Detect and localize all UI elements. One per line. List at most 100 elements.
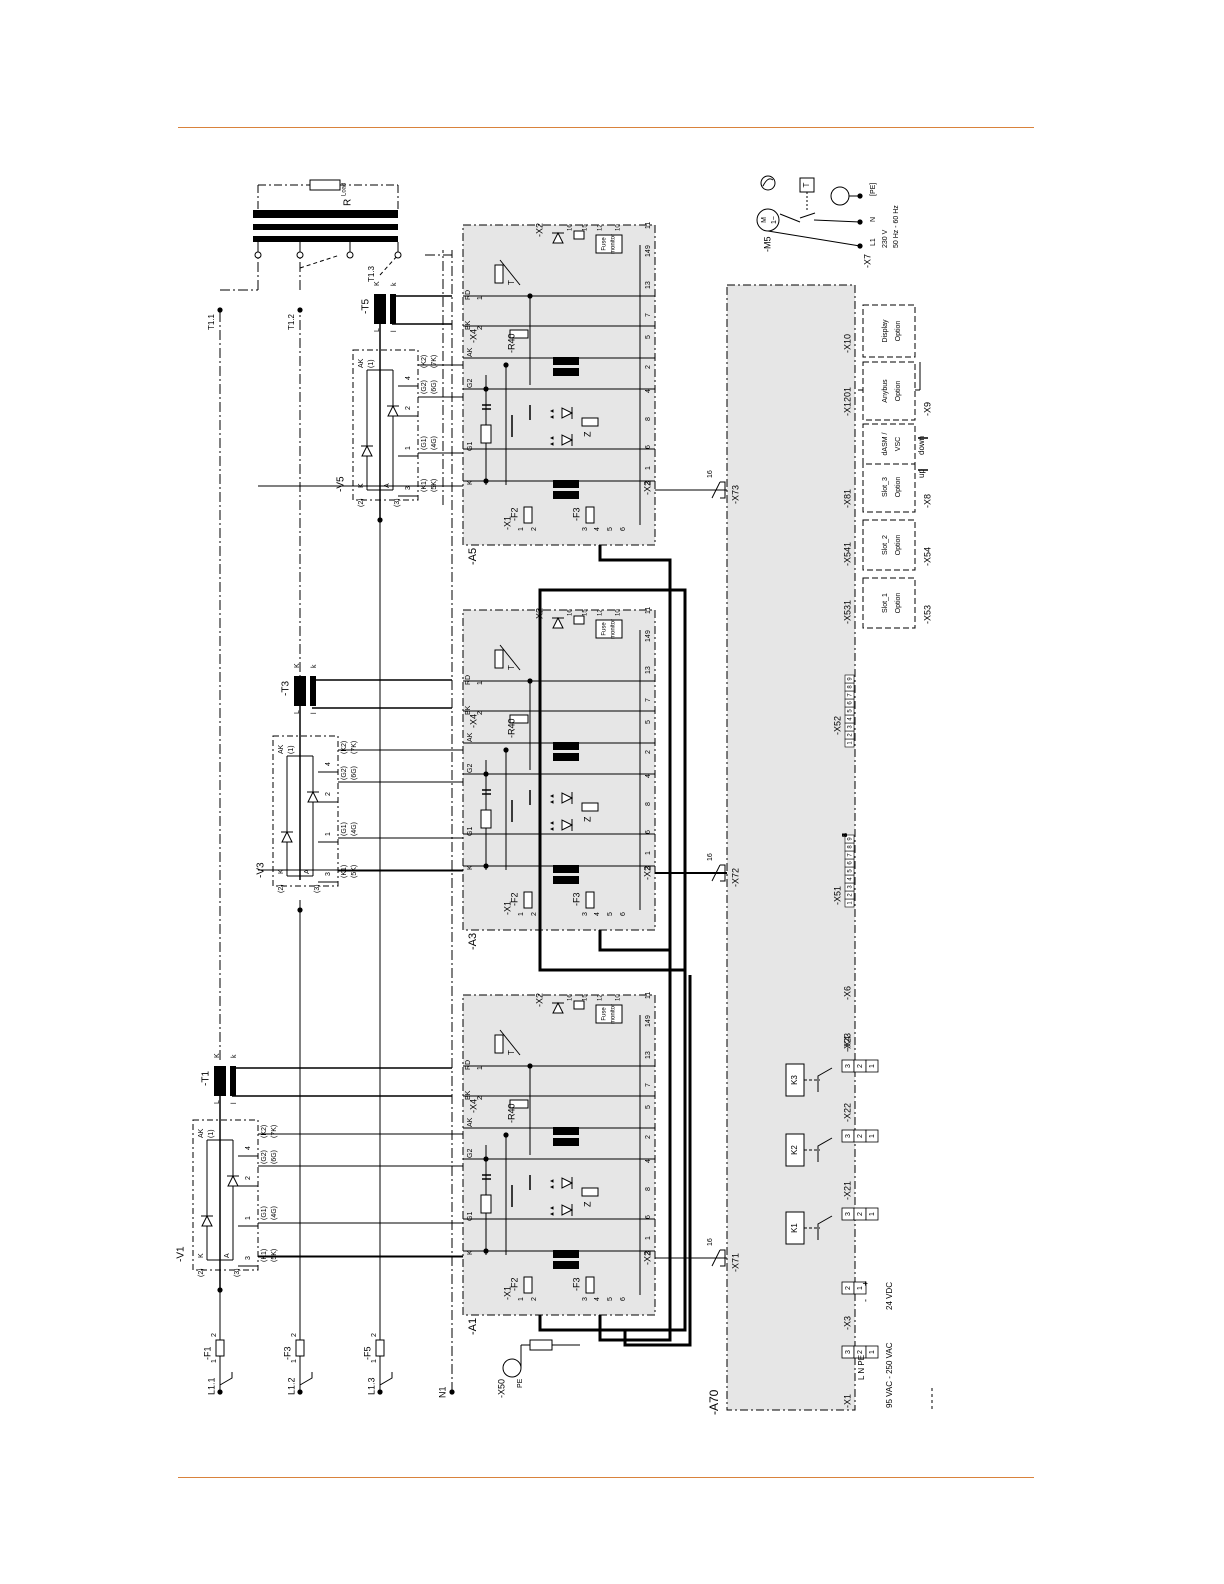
- terminal-pin-label: 1: [857, 1286, 864, 1290]
- signal-label: G2: [467, 1149, 474, 1158]
- switch-contact: [299, 1372, 313, 1386]
- terminal-pin-label: 2: [857, 1350, 864, 1354]
- x2-top-label: -X2: [534, 223, 544, 237]
- control-x6-label: -X6: [842, 986, 852, 1000]
- signal-label: K: [467, 865, 474, 870]
- module-bus-wire: [598, 545, 672, 980]
- x1-pin: 5: [607, 1297, 614, 1301]
- power-module-label: -A3: [467, 933, 479, 950]
- thyristor-pin: (G1): [261, 1206, 268, 1220]
- junction-dot: [483, 386, 489, 392]
- option-slot-text: Display: [882, 319, 889, 342]
- terminal-pin-label: 3: [845, 1134, 852, 1138]
- f3-label: -F3: [571, 508, 581, 522]
- diode-icon: [561, 819, 574, 831]
- transformer-core: [253, 236, 398, 242]
- thyristor-pin: K: [358, 483, 365, 488]
- ct-core: [230, 1066, 236, 1096]
- mains-terminal: [217, 1389, 223, 1395]
- option-slot-frame: [862, 461, 916, 513]
- x2-pin: 5: [645, 335, 652, 339]
- junction-dot: [297, 307, 303, 313]
- pulse-transformer-core: [553, 876, 579, 884]
- x51-pin-label: 7: [848, 853, 854, 857]
- thyristor-pin: K: [198, 1253, 205, 1258]
- resistor-icon: [573, 230, 585, 240]
- x51-pin-label: 9: [848, 837, 854, 841]
- thyristor-icon: [227, 1174, 239, 1187]
- x52-pin-label: 6: [848, 701, 854, 705]
- signal-label: G1: [467, 442, 474, 451]
- x1-supply-voltage: 95 VAC - 250 VAC: [885, 1342, 894, 1408]
- x51-label: -X51: [832, 886, 842, 905]
- thyristor-pin: 1: [405, 446, 412, 450]
- x2-pin: 4: [645, 389, 652, 393]
- fuse-monitor-label: Fuse: [602, 622, 608, 636]
- pulse-transformer-core: [553, 865, 579, 873]
- terminal-pin-label: 1: [869, 1064, 876, 1068]
- resistor-icon: [573, 1000, 585, 1010]
- thyristor-icon: [361, 444, 373, 457]
- pulse-transformer-core: [553, 742, 579, 750]
- fuse-monitor-box: [595, 1004, 623, 1024]
- thyristor-pin: 4: [405, 376, 412, 380]
- terminal-pin-label: 5: [842, 833, 849, 837]
- x3-sign: +: [860, 1281, 870, 1286]
- ribbon-label: -X73: [730, 485, 740, 504]
- terminal-pin-label: 6: [842, 833, 849, 837]
- r40-label: -R40: [506, 718, 516, 738]
- wire: [379, 254, 399, 276]
- terminal-pin-label: 9: [842, 833, 849, 837]
- pulse-transformer-core: [553, 1261, 579, 1269]
- x4-pin: 1: [477, 296, 484, 300]
- signal-label: AK: [467, 347, 474, 357]
- thyristor-pin: (K1): [341, 865, 348, 878]
- ribbon-count: 16: [707, 853, 714, 861]
- pulse-transformer-core: [553, 491, 579, 499]
- resistor-icon: [480, 809, 492, 829]
- x2-pin: 7: [645, 313, 652, 317]
- ct-pin: L: [294, 710, 301, 714]
- fuse-icon: [295, 1339, 305, 1357]
- load-tap-label: T1.1: [207, 313, 216, 330]
- junction-dot: [483, 1248, 489, 1254]
- thyristor-pin: (K2): [421, 355, 428, 368]
- x2-pin: 9: [645, 245, 652, 249]
- switch-contact: [379, 1372, 393, 1386]
- thyristor-unit-frame: [192, 1119, 259, 1271]
- x1-pin: 4: [594, 912, 601, 916]
- x2-pin: 12: [598, 994, 604, 1001]
- option-slot-frame: [862, 361, 916, 421]
- ribbon-tick: [711, 864, 721, 882]
- x51-pin-label: 8: [848, 845, 854, 849]
- pulse-transformer-core: [553, 753, 579, 761]
- junction-dot: [483, 771, 489, 777]
- resistor-icon: [480, 424, 492, 444]
- option-slot-text: Option: [895, 477, 902, 498]
- fuse-monitor-label: Fuse: [602, 1007, 608, 1021]
- terminal-pin-label: 4: [842, 833, 849, 837]
- x2-pin: 6: [645, 445, 652, 449]
- thyristor-pin: (7K): [271, 1125, 278, 1138]
- x2-pin: 16: [568, 224, 574, 231]
- x51-pin-label: 1: [848, 901, 854, 905]
- x2-label: -X2: [642, 866, 652, 880]
- control-board-label: -A70: [707, 1389, 721, 1415]
- thyristor-pin: (7K): [431, 355, 438, 368]
- x2-label: -X2: [642, 1251, 652, 1265]
- junction-dot: [503, 747, 509, 753]
- relay-connector-label: -X21: [842, 1181, 852, 1200]
- junction-dot: [377, 517, 383, 523]
- fuse-monitor-box: [595, 234, 623, 254]
- neutral-terminal: [449, 1389, 455, 1395]
- relay-pin: [865, 1059, 879, 1073]
- option-slot-text: Slot_1: [882, 593, 889, 613]
- f2-label: -F2: [509, 508, 519, 522]
- x4-pin: 2: [477, 326, 484, 330]
- diode-icon: [561, 407, 574, 419]
- module-bus-wire: [598, 930, 672, 1342]
- x52-pin-label: 9: [848, 677, 854, 681]
- x4-pin: BK: [465, 320, 472, 330]
- fuse-icon: [375, 1339, 385, 1357]
- r40-label: -R40: [506, 333, 516, 353]
